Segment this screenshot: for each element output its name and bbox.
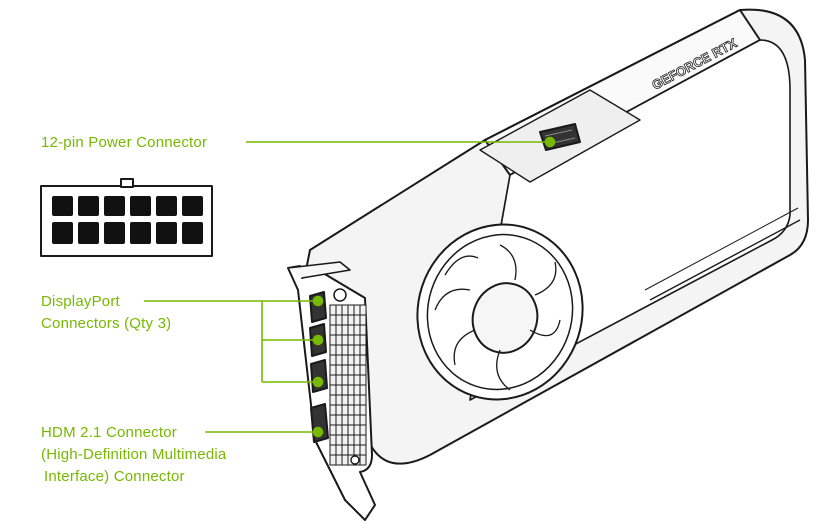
hdmi-label-line2: (High-Definition Multimedia — [41, 446, 227, 463]
connector-pinout-diagram — [40, 178, 213, 257]
power-connector-label: 12-pin Power Connector — [41, 134, 208, 151]
fan — [416, 223, 584, 401]
hdmi-label-line1: HDM 2.1 Connector — [41, 424, 177, 441]
displayport-leader-lines — [144, 295, 324, 388]
displayport-label-line2: Connectors (Qty 3) — [41, 315, 172, 332]
hdmi-label-line3: Interface) Connector — [44, 468, 185, 485]
hdmi-leader-line — [205, 426, 324, 438]
gpu-shroud — [299, 8, 809, 465]
displayport-label-line1: DisplayPort — [41, 293, 120, 310]
power-leader-line — [246, 136, 556, 148]
